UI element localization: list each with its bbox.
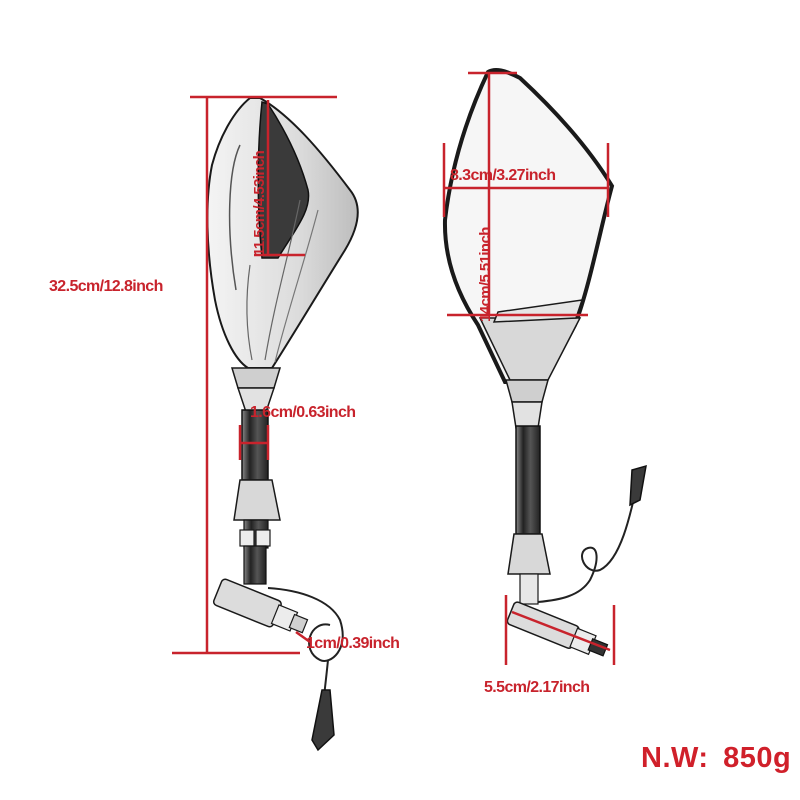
glass-height-label: 14cm/5.51inch — [477, 227, 494, 322]
total-height-label: 32.5cm/12.8inch — [49, 278, 163, 295]
turn-signal-length-label: 11.5cm/4.53inch — [251, 150, 268, 256]
stem-diameter-label: 1.6cm/0.63inch — [250, 404, 356, 421]
net-weight-value: 850g — [723, 742, 792, 774]
glass-width-label: 8.3cm/3.27inch — [450, 167, 556, 184]
mount-width-label: 5.5cm/2.17inch — [484, 679, 590, 696]
left-dimension-lines — [172, 95, 337, 655]
thread-diameter-label: 1cm/0.39inch — [306, 635, 400, 652]
net-weight: N.W: 850g — [641, 742, 791, 775]
net-weight-label: N.W: — [641, 742, 709, 774]
left-mirror-illustration — [206, 97, 359, 752]
right-mirror-illustration — [442, 68, 647, 657]
right-dimension-lines — [442, 71, 616, 665]
